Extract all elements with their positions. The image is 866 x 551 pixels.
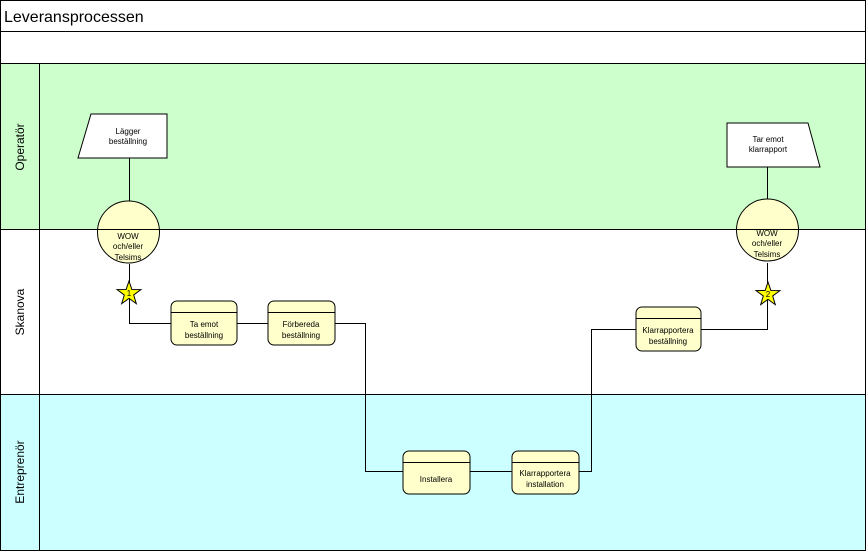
task-klarrapportera-bestallning: Klarrapportera beställning xyxy=(635,306,702,352)
subtitle-bar xyxy=(0,31,866,64)
flow-line-klar-inst-to-klar-best xyxy=(579,329,636,472)
node-lagger-line1: Lägger xyxy=(116,127,141,136)
title-bar xyxy=(0,0,866,32)
node-lagger-bestallning: Lägger beställning xyxy=(77,113,168,159)
task-installera-shape xyxy=(402,450,471,495)
task-forbereda-line1: Förbereda xyxy=(283,320,320,329)
task-ta-emot-line2: beställning xyxy=(185,331,223,340)
task-klar-inst-line1: Klarrapportera xyxy=(519,469,571,478)
node-wow2-line3: Telsims xyxy=(754,250,781,259)
marker-star-1: 1 xyxy=(115,279,143,305)
node-taremot-line1: Tar emot xyxy=(752,135,784,144)
node-wow-telsims-1: WOW och/eller Telsims xyxy=(97,200,160,264)
task-klar-best-line1: Klarrapportera xyxy=(642,326,694,335)
task-ta-emot-line1: Ta emot xyxy=(190,320,219,329)
node-lagger-line2: beställning xyxy=(109,137,147,146)
diagram-title: Leveransprocessen xyxy=(4,9,144,26)
node-taremot-shape xyxy=(726,122,821,168)
task-forbereda-bestallning: Förbereda beställning xyxy=(267,300,336,346)
lane-skanova-label: Skanova xyxy=(13,288,27,335)
flow-line-forbereda-to-installera xyxy=(335,323,403,472)
star-2-icon xyxy=(754,280,782,306)
task-forbereda-line2: beställning xyxy=(282,331,320,340)
node-wow2-line2: och/eller xyxy=(752,239,783,248)
lane-operator-label: Operatör xyxy=(13,123,27,170)
task-ta-emot-bestallning: Ta emot beställning xyxy=(170,300,238,346)
node-lagger-shape xyxy=(77,113,168,159)
marker-star-2: 2 xyxy=(754,280,782,306)
star-1-icon xyxy=(115,279,143,305)
lane-entreprenor-label: Entreprenör xyxy=(13,440,27,503)
task-klar-best-line2: beställning xyxy=(649,337,687,346)
task-klar-inst-shape xyxy=(511,450,580,495)
node-wow1-circle xyxy=(97,200,160,264)
node-wow1-line3: Telsims xyxy=(115,253,142,262)
star-1-number: 1 xyxy=(127,289,132,298)
node-wow2-line1: WOW xyxy=(756,229,778,238)
task-klarrapportera-installation: Klarrapportera installation xyxy=(511,450,580,495)
node-taremot-klarrapport: Tar emot klarrapport xyxy=(726,122,821,168)
star-2-number: 2 xyxy=(766,290,771,299)
task-installera: Installera xyxy=(402,450,471,495)
task-klar-inst-line2: installation xyxy=(526,480,564,489)
node-taremot-line2: klarrapport xyxy=(749,145,788,154)
node-wow1-line1: WOW xyxy=(117,232,139,241)
node-wow1-line2: och/eller xyxy=(113,242,144,251)
task-installera-line1: Installera xyxy=(420,475,453,484)
